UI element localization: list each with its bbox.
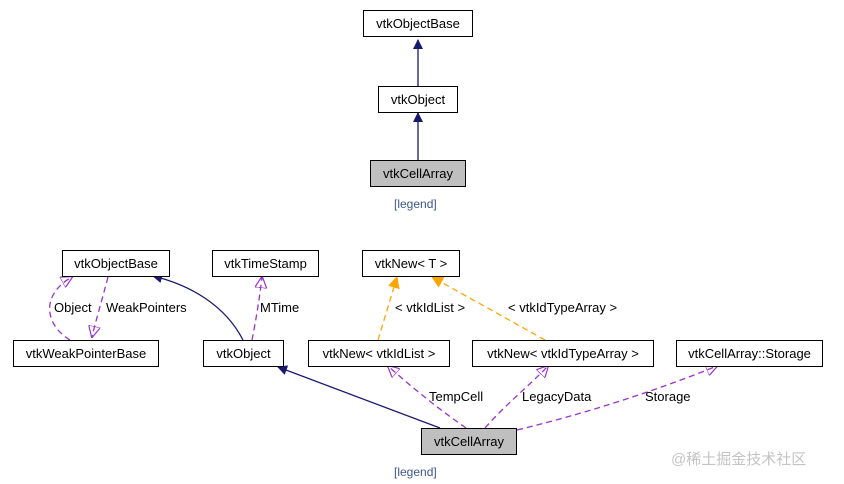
edge-label-storage: Storage [645, 389, 691, 404]
node-vtkcellarray-storage[interactable]: vtkCellArray::Storage [676, 340, 823, 367]
edge-label-tempcell: TempCell [429, 389, 484, 404]
node-vtkobjectbase-top[interactable]: vtkObjectBase [363, 10, 473, 37]
edge-mtime-timestamp-to-object [251, 277, 262, 341]
edge-label-idtypearray: < vtkIdTypeArray > [508, 300, 618, 315]
node-vtkcellarray: vtkCellArray [421, 428, 517, 455]
edge-label-idlist: < vtkIdList > [395, 300, 466, 315]
edge-template-idlist [377, 276, 400, 341]
edge-label-weakpointers: WeakPointers [106, 300, 187, 315]
edge-vtkcellarray-to-vtkobject-2 [277, 365, 441, 429]
edge-weakpointers-objectbase-to-weakpointerbase [92, 276, 109, 337]
watermark-text: @稀土掘金技术社区 [671, 451, 807, 468]
edge-storage [516, 366, 717, 431]
node-vtknew-vtkidlist[interactable]: vtkNew< vtkIdList > [308, 340, 450, 367]
node-vtktimestamp[interactable]: vtkTimeStamp [212, 250, 319, 277]
edge-template-idtypearray [431, 276, 546, 341]
edge-label-object: Object [54, 300, 92, 315]
edge-label-mtime: MTime [260, 300, 300, 315]
node-vtkweakpointerbase[interactable]: vtkWeakPointerBase [13, 340, 159, 367]
edge-legacydata [484, 366, 548, 429]
edge-vtkobject-to-vtkobjectbase-2 [152, 273, 244, 341]
edge-label-legacydata: LegacyData [522, 389, 592, 404]
node-vtkobject-top[interactable]: vtkObject [378, 86, 458, 113]
legend-link-bottom[interactable]: [legend] [394, 465, 437, 479]
node-vtkobject[interactable]: vtkObject [203, 340, 284, 367]
node-vtknew-t[interactable]: vtkNew< T > [362, 250, 460, 277]
node-vtknew-vtkidtypearray[interactable]: vtkNew< vtkIdTypeArray > [472, 340, 654, 367]
legend-link-top[interactable]: [legend] [394, 197, 437, 211]
node-vtkobjectbase[interactable]: vtkObjectBase [62, 250, 170, 277]
node-vtkcellarray-top: vtkCellArray [370, 160, 466, 187]
